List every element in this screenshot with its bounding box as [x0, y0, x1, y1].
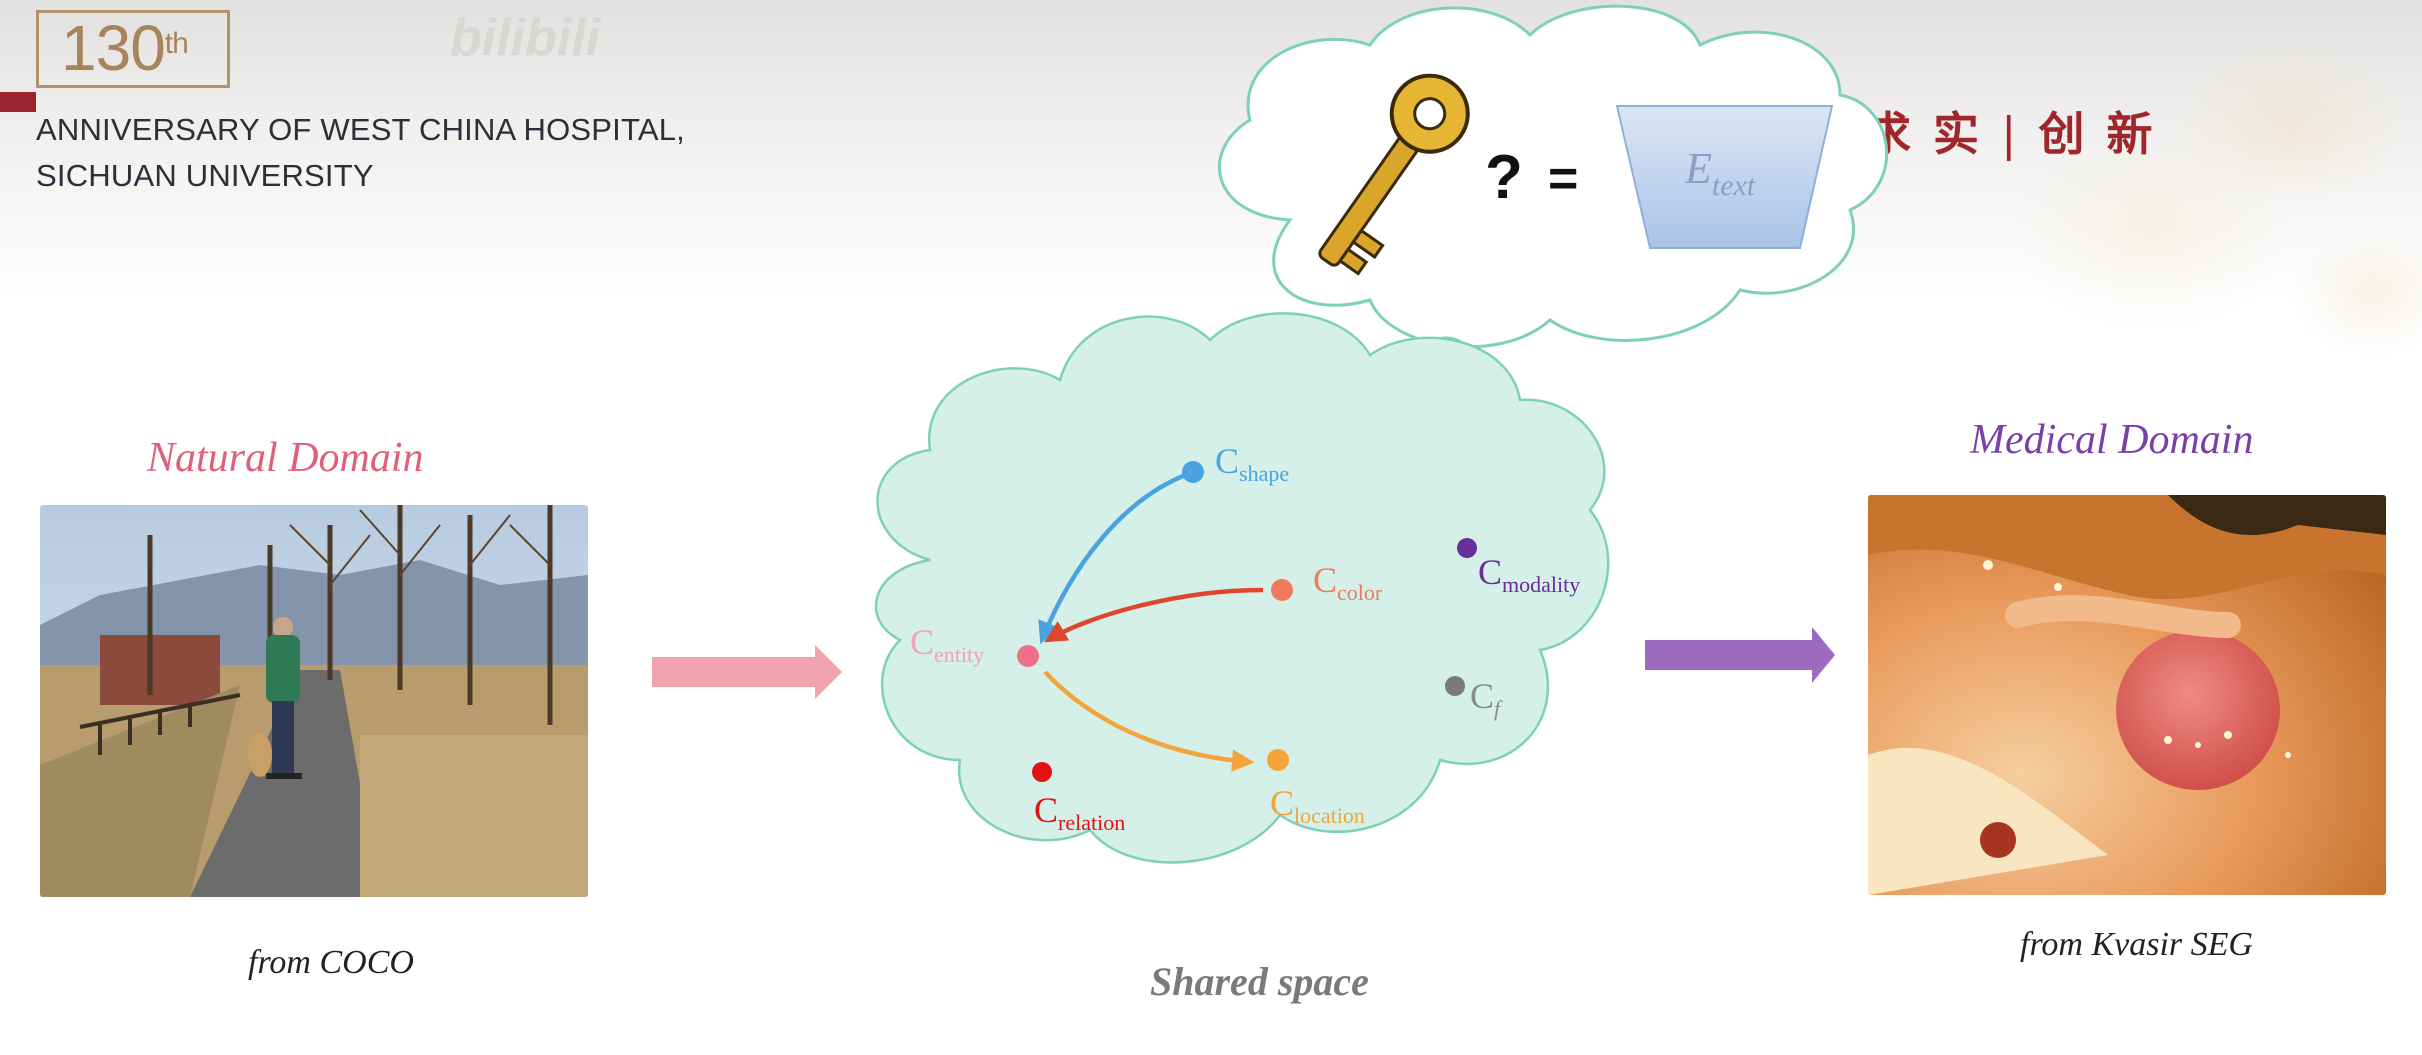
shape-to-entity-arrow: [1038, 471, 1189, 645]
concept-dot-shape: [1182, 461, 1204, 483]
concept-dot-f: [1445, 676, 1465, 696]
institution-line-1: ANNIVERSARY OF WEST CHINA HOSPITAL,: [36, 112, 685, 147]
concept-label-location: Clocation: [1270, 783, 1365, 828]
motto-divider: |: [2001, 107, 2039, 161]
entity-to-location-arrow: [1043, 670, 1255, 772]
concept-label-shape: Cshape: [1215, 441, 1289, 486]
motto-right: 创新: [2038, 107, 2175, 161]
logo-number: 130: [61, 12, 166, 84]
concept-label-modality: Cmodality: [1478, 552, 1580, 597]
institution-line-2: SICHUAN UNIVERSITY: [36, 158, 374, 193]
coco-photo-drawing: [40, 505, 588, 897]
red-accent-bar: [0, 92, 36, 112]
key-icon: [1318, 73, 1470, 276]
shared-to-medical-arrow: [1645, 627, 1835, 683]
shared-space-cloud: [874, 312, 1610, 864]
concept-label-f: Cf: [1470, 676, 1503, 721]
equals-sign: =: [1548, 150, 1578, 208]
coco-caption: from COCO: [248, 944, 414, 981]
kvasir-caption: from Kvasir SEG: [2020, 926, 2253, 963]
header-band: [0, 0, 2422, 300]
concept-label-color: Ccolor: [1313, 560, 1383, 605]
kvasir-photo-drawing: [1868, 495, 2386, 895]
logo-superscript: th: [164, 27, 189, 60]
natural-to-shared-arrow: [652, 645, 842, 699]
concept-label-entity: Centity: [910, 622, 984, 667]
concept-label-relation: Crelation: [1034, 790, 1125, 835]
concept-dot-entity: [1017, 645, 1039, 667]
natural-domain-title: Natural Domain: [147, 435, 424, 481]
coco-photo: [40, 505, 588, 897]
kvasir-photo: [1868, 495, 2386, 895]
concept-dot-modality: [1457, 538, 1477, 558]
encoder-label: Etext: [1684, 144, 1756, 202]
concept-dot-location: [1267, 749, 1289, 771]
watermark: bilibili: [450, 9, 601, 67]
color-to-entity-arrow: [1044, 587, 1264, 643]
text-encoder-shape: [1615, 105, 1834, 249]
concept-dot-relation: [1032, 762, 1052, 782]
anniversary-logo: 130th: [36, 10, 230, 88]
question-mark: ?: [1485, 143, 1523, 212]
medical-domain-title: Medical Domain: [1970, 417, 2254, 463]
shared-space-caption: Shared space: [1150, 959, 1369, 1004]
concept-dot-color: [1271, 579, 1293, 601]
floral-decoration: [1822, 0, 2422, 420]
